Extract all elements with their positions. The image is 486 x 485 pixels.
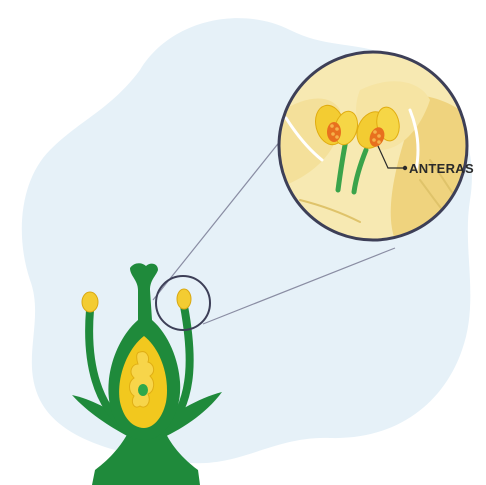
anteras-label: ANTERAS	[409, 161, 474, 176]
ovule	[138, 384, 148, 396]
right-anther	[177, 289, 191, 309]
anteras-leader-dot	[403, 166, 407, 170]
left-anther	[82, 292, 98, 312]
